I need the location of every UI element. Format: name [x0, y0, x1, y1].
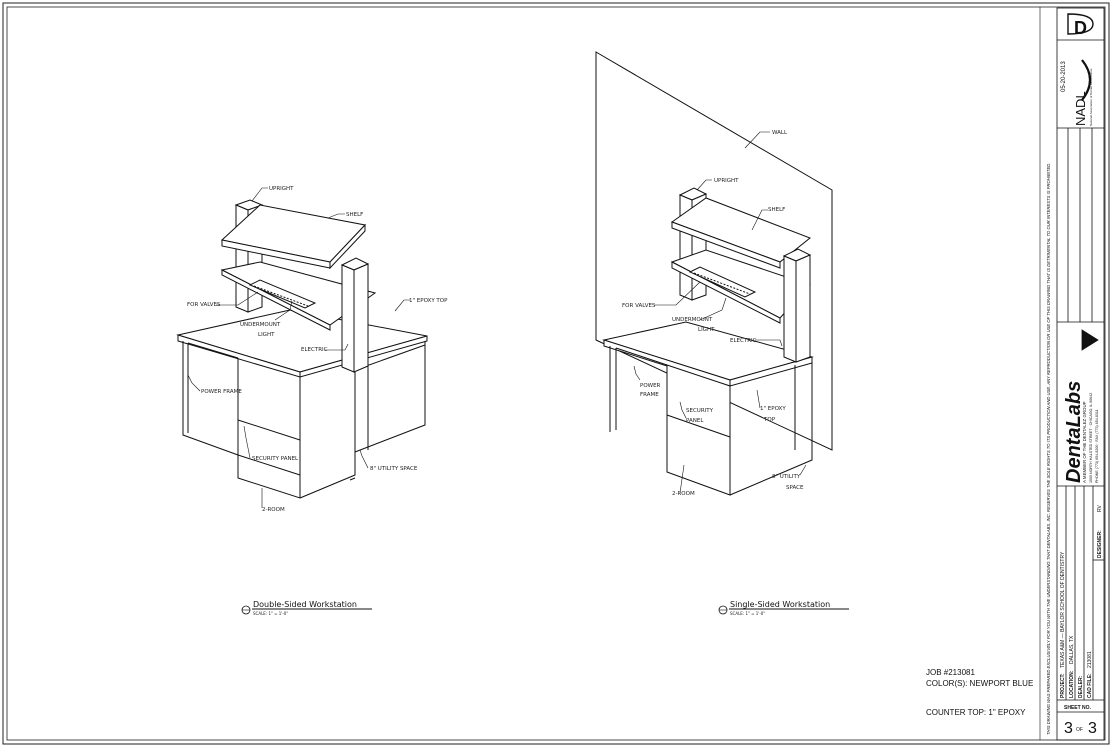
sheet-letter: D — [1074, 18, 1087, 38]
double-sided-title: Double-Sided Workstation SCALE: 1" = 1'-… — [241, 600, 372, 616]
label-security-r: SECURITY — [686, 408, 714, 414]
double-sided-workstation-drawing — [176, 187, 428, 508]
label-security-panel: SECURITY PANEL — [252, 456, 299, 462]
sheet-no: 3 — [1064, 720, 1073, 737]
designer-label: DESIGNER: — [1097, 530, 1103, 558]
label-drawer-r: 2-ROOM — [672, 491, 695, 497]
note-counter-top: COUNTER TOP: 1" EPOXY — [926, 708, 1026, 717]
nadl-subtext: National Association of Dental Laborator… — [1089, 68, 1093, 126]
label-for-valves: FOR VALVES — [187, 302, 221, 308]
label-space-r: SPACE — [786, 485, 804, 491]
label-upright: UPRIGHT — [269, 186, 294, 192]
brand-sub: A MEMBER OF THE DENTALEZ GROUP — [1082, 401, 1087, 483]
label-shelf: SHELF — [346, 212, 363, 218]
label-wall: WALL — [772, 130, 788, 136]
title-block-text: D 05-20-2013 NADL National Association o… — [1060, 18, 1103, 737]
nadl-logo-icon — [1081, 59, 1092, 101]
sheet-of: OF — [1076, 727, 1083, 733]
label-power-frame: POWER FRAME — [201, 389, 242, 395]
label-light: LIGHT — [258, 332, 275, 338]
brand-name: DentaLabs — [1063, 381, 1085, 483]
label-electric-r: ELECTRIC — [730, 338, 757, 344]
drawing-scale-right: SCALE: 1" = 1'-0" — [730, 611, 765, 616]
single-sided-labels: WALL UPRIGHT SHELF FOR VALVES UNDERMOUNT… — [622, 130, 804, 497]
label-electric: ELECTRIC — [301, 347, 328, 353]
disclaimer-strip: THIS DRAWING WAS PREPARED EXCLUSIVELY FO… — [1039, 7, 1051, 740]
dentalabs-logo-icon — [1081, 329, 1099, 351]
inner-border — [6, 6, 1106, 741]
title-block — [1056, 7, 1105, 741]
label-for-valves-r: FOR VALVES — [622, 303, 656, 309]
label-undermount: UNDERMOUNT — [240, 322, 281, 328]
label-shelf-r: SHELF — [768, 207, 785, 213]
cad-value: 213081 — [1087, 651, 1093, 668]
drawing-title-right: Single-Sided Workstation — [730, 600, 830, 609]
label-frame-r: FRAME — [640, 392, 659, 398]
sheet-no-label: SHEET NO. — [1064, 705, 1092, 711]
label-utility-r: 8" UTILITY — [772, 474, 801, 480]
label-light-r: LIGHT — [698, 327, 715, 333]
single-sided-workstation-drawing — [595, 51, 833, 496]
label-upright-r: UPRIGHT — [714, 178, 739, 184]
drawing-title-left: Double-Sided Workstation — [253, 600, 357, 609]
note-color: COLOR(S): NEWPORT BLUE — [926, 679, 1033, 688]
label-epoxy-top: 1" EPOXY TOP — [409, 298, 448, 304]
dealer-label: DEALER: — [1078, 675, 1084, 698]
double-sided-labels: UPRIGHT SHELF 1" EPOXY TOP FOR VALVES UN… — [187, 186, 448, 513]
label-power-r: POWER — [640, 383, 661, 389]
disclaimer-text: THIS DRAWING WAS PREPARED EXCLUSIVELY FO… — [1046, 163, 1051, 735]
location-label: LOCATION: — [1069, 670, 1075, 698]
note-job: JOB #213081 — [926, 668, 975, 677]
sheet-letter-icon — [1067, 13, 1094, 35]
nadl-text: NADL — [1073, 91, 1088, 126]
designer-value: RV — [1097, 504, 1103, 512]
label-drawer: 2-ROOM — [262, 507, 285, 513]
label-undermount-r: UNDERMOUNT — [672, 317, 713, 323]
cad-label: CAD FILE: — [1087, 673, 1093, 698]
brand-address: 1500 NORTH HALSTED STREET · CHICAGO, IL … — [1089, 393, 1093, 483]
job-notes: JOB #213081 COLOR(S): NEWPORT BLUE COUNT… — [926, 668, 1033, 717]
single-sided-title: Single-Sided Workstation SCALE: 1" = 1'-… — [718, 600, 849, 616]
label-epoxy-r: 1" EPOXY — [760, 406, 786, 412]
label-panel-r: PANEL — [686, 418, 704, 424]
sheet-date: 05-20-2013 — [1061, 61, 1067, 92]
location-value: DALLAS, TX — [1069, 635, 1075, 664]
brand-phone: PHONE (773) 654-8200 · FAX (773) 654-831… — [1095, 409, 1099, 483]
project-label: PROJECT: — [1060, 673, 1066, 698]
label-epoxy-top-r: TOP — [763, 417, 776, 423]
drawing-scale-left: SCALE: 1" = 1'-0" — [253, 611, 288, 616]
project-value: TEXAS A&M — BAYLOR SCHOOL OF DENTISTRY — [1060, 551, 1066, 668]
label-utility-space: 8" UTILITY SPACE — [370, 466, 418, 472]
sheet-total: 3 — [1088, 720, 1097, 737]
